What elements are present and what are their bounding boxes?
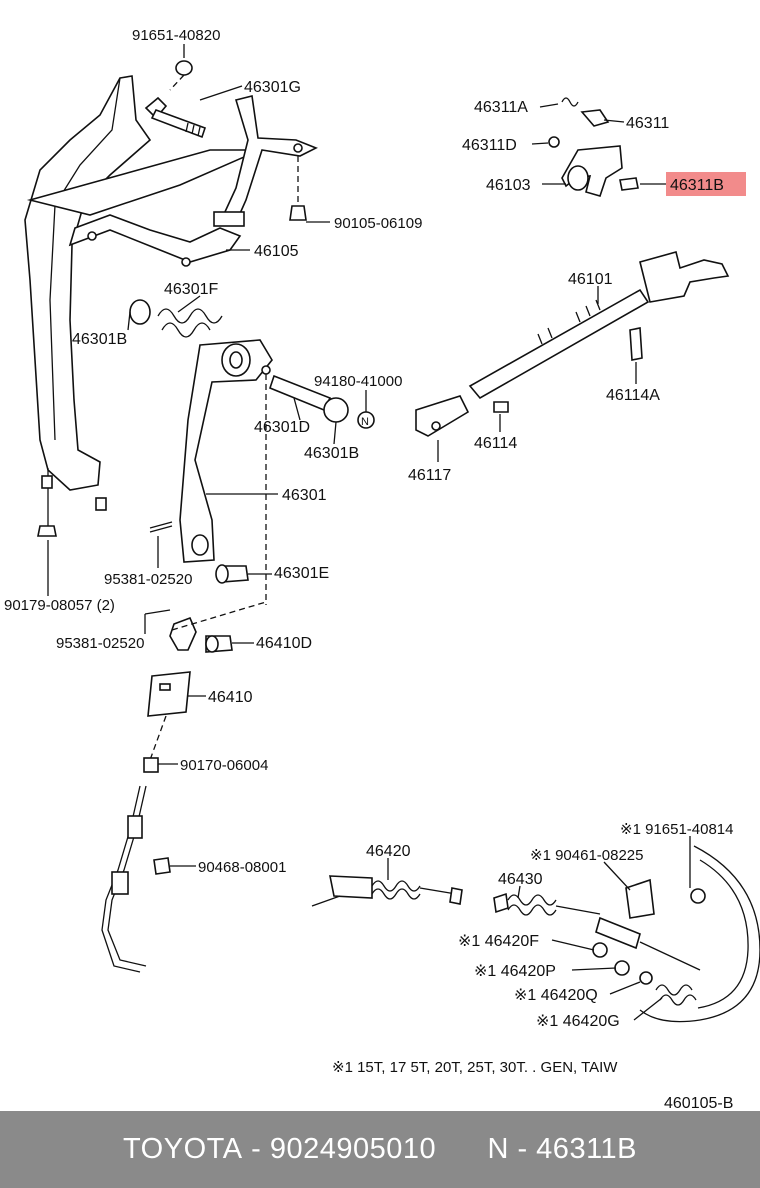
footer-caption: TOYOTA - 9024905010 N - 46311B [0,1111,760,1188]
label-46114A: 46114A [606,387,660,404]
diagram-id: 460105-B [664,1095,733,1110]
pin-46301E-drawing [149,521,249,584]
footer-brand: TOYOTA [122,1133,243,1165]
nut-91651-40820-drawing [169,60,193,91]
label-46301B-b: 46301B [304,445,359,462]
label-46311D: 46311D [462,137,517,154]
label-46311B: 46311B [670,177,724,194]
label-90170-06004: 90170-06004 [180,757,268,774]
label-90468-08001: 90468-08001 [198,859,286,876]
label-46101: 46101 [568,271,613,288]
leader-lines [47,44,691,1021]
clevis-46410-drawing [143,601,267,773]
label-95381-02520-b: 95381-02520 [56,635,144,652]
footer-reference: N - 46311B [487,1133,638,1165]
footer-gap [436,1133,487,1166]
pedal-bracket-drawing [24,75,261,537]
label-46420Q: ※1 46420Q [514,987,598,1004]
label-46311A: 46311A [474,99,528,116]
part-labels: 91651-40820 46301G 90105-06109 46105 463… [4,27,734,1110]
label-46410D: 46410D [256,635,312,652]
label-91651-40820: 91651-40820 [132,27,220,44]
label-46103: 46103 [486,177,531,194]
label-46105: 46105 [254,243,299,260]
label-46420: 46420 [366,843,411,860]
parts-diagram: N [4,27,760,1110]
pedal-arm-46301-drawing [179,339,273,605]
label-46301G: 46301G [244,79,301,96]
label-46114: 46114 [474,435,517,452]
footer-bar: TOYOTA - 9024905010 N - 46311B [0,1111,760,1188]
drum-assembly-drawing [493,845,760,1023]
label-46301D: 46301D [254,419,310,436]
label-46301: 46301 [282,487,327,504]
label-46420F: ※1 46420F [458,933,539,950]
bracket-46105-drawing [213,95,318,227]
pin-46301D-drawing: N [269,374,375,429]
label-46301F: 46301F [164,281,218,298]
lever-46101-drawing [415,251,730,437]
label-91651-40814: ※1 91651-40814 [620,821,734,838]
label-94180-41000: 94180-41000 [314,373,402,390]
label-46420P: ※1 46420P [474,963,556,980]
footer-part-number: 9024905010 [269,1133,437,1165]
bolt-46301G-drawing [144,96,207,139]
label-90105-06109: 90105-06109 [334,215,422,232]
label-90461-08225: ※1 90461-08225 [530,847,644,864]
label-46301E: 46301E [274,565,329,582]
label-46301B-a: 46301B [72,331,127,348]
label-46430: 46430 [498,871,543,888]
applicability-note: ※1 15T, 17 5T, 20T, 25T, 30T. . GEN, TAI… [332,1059,618,1076]
label-46420G: ※1 46420G [536,1013,620,1030]
bracket-46103-drawing [548,97,639,197]
label-46311: 46311 [626,115,669,132]
label-90179-08057: 90179-08057 (2) [4,597,115,614]
footer-separator: - [242,1133,270,1165]
label-95381-02520-a: 95381-02520 [104,571,192,588]
cable-46420-drawing [101,785,463,973]
svg-text:N: N [361,416,369,428]
spring-46301F-drawing [129,299,223,338]
label-46410: 46410 [208,689,253,706]
label-46117: 46117 [408,467,451,484]
bolt-46311B-highlight [666,172,746,196]
